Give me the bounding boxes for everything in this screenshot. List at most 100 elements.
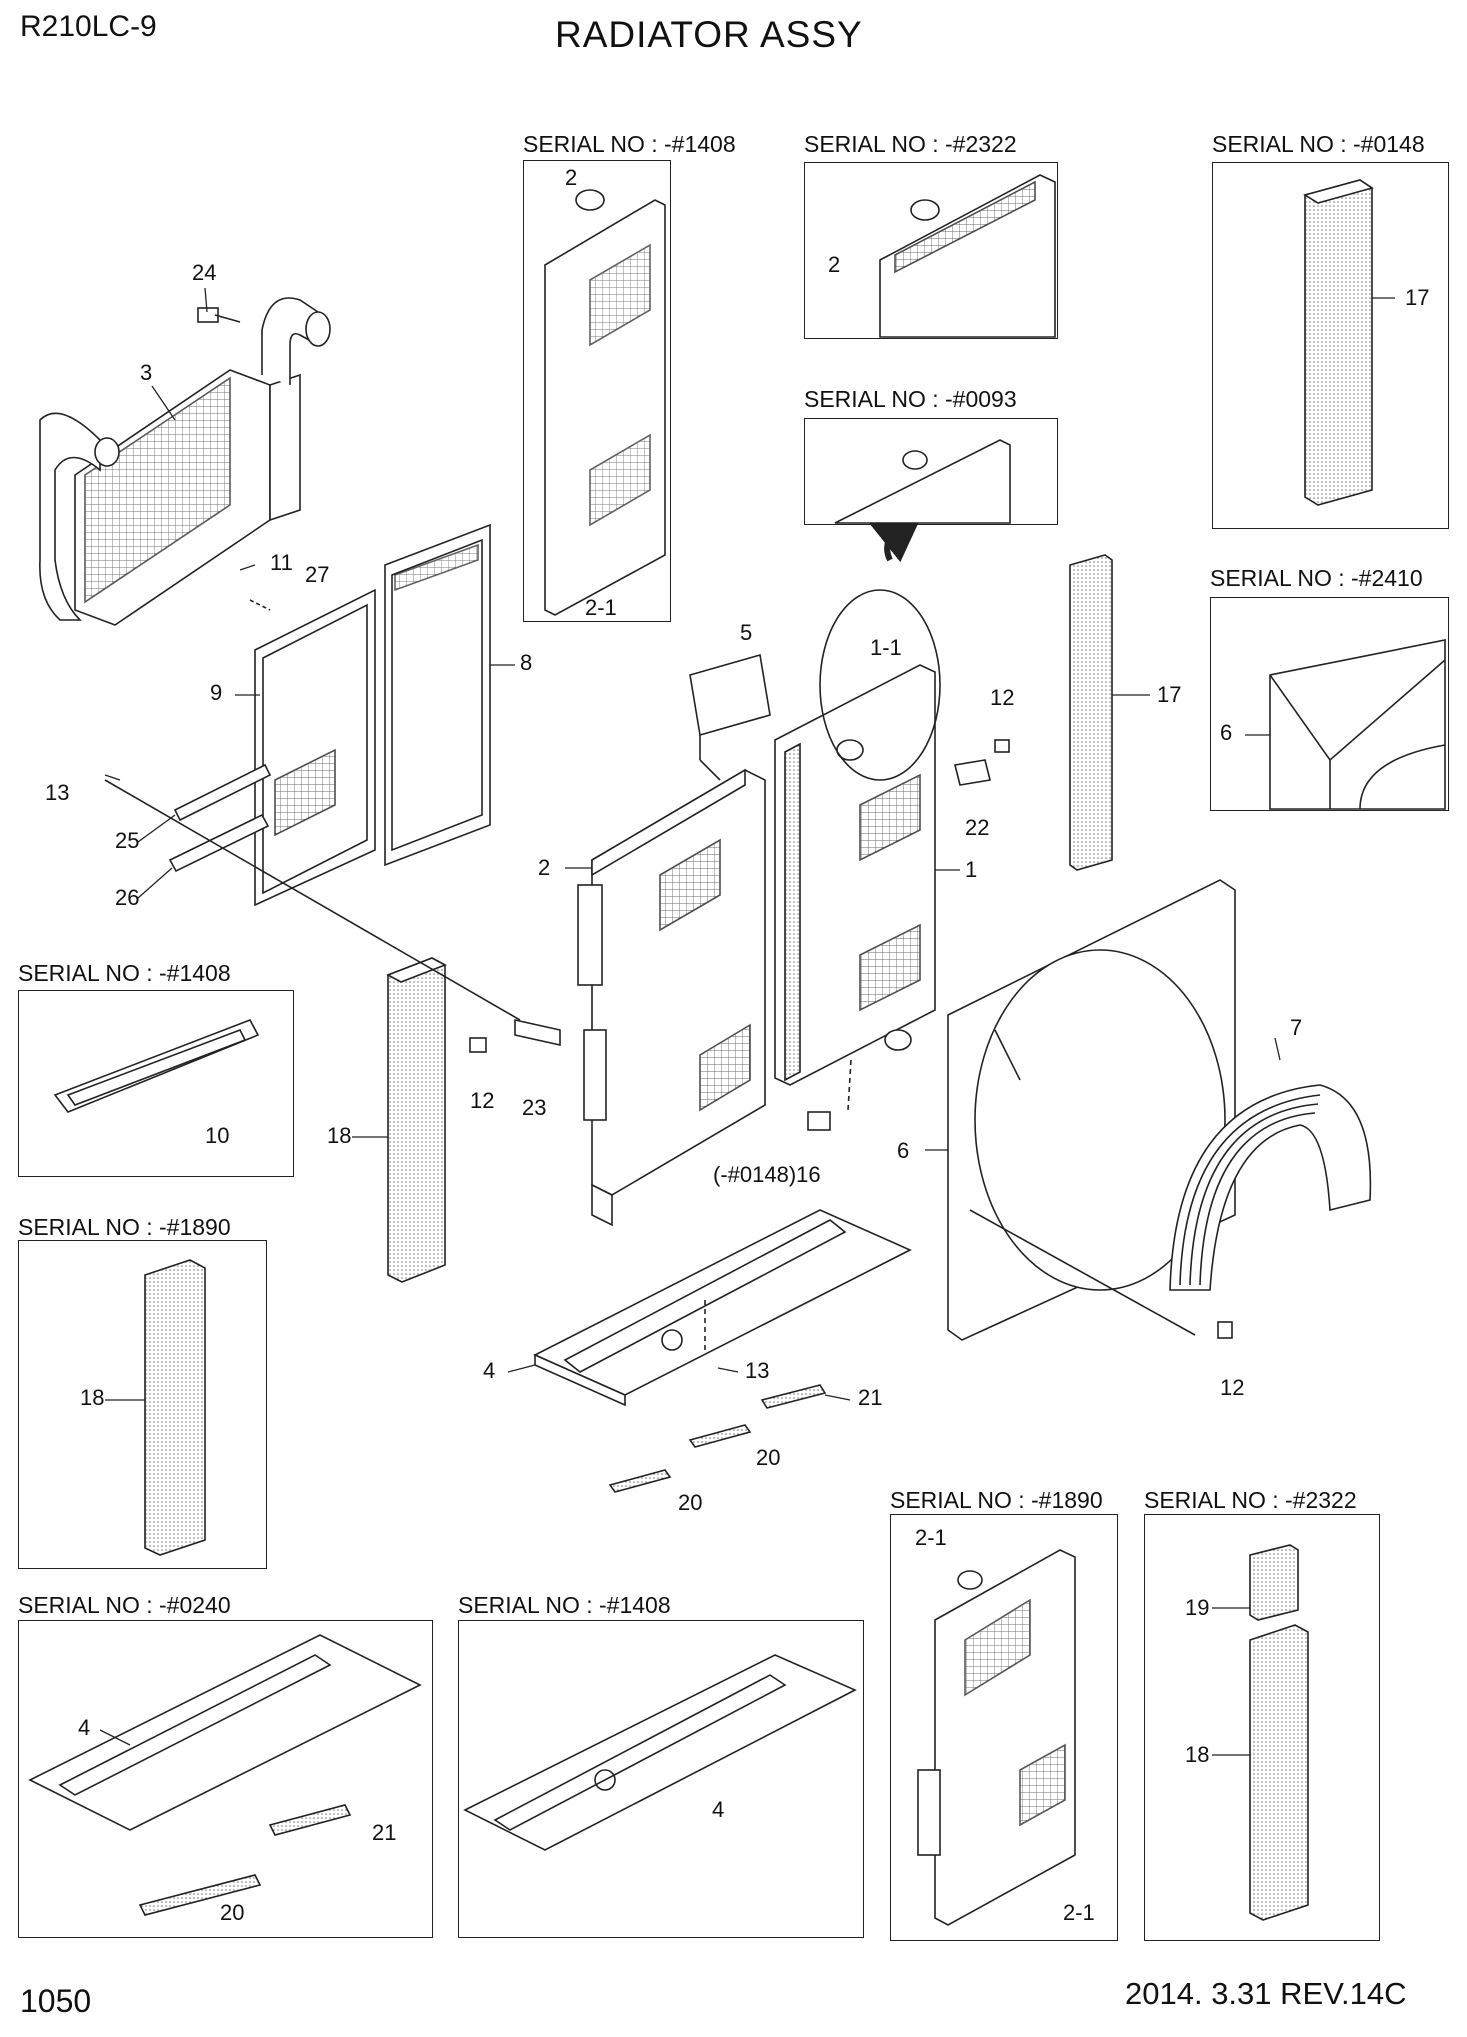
callout-6-inset: 6 [1220,720,1232,745]
callout-17-inset: 17 [1405,285,1429,310]
callout-19: 19 [1185,1595,1209,1620]
callout-24: 24 [192,260,216,285]
detail-circle [819,589,941,781]
page-number: 1050 [20,1983,92,2019]
cover-panel-9 [254,588,376,907]
callout-1-1: 1-1 [870,635,902,660]
callout-4-center: 4 [483,1358,495,1383]
bracket-5 [689,653,771,737]
inset-box-1890-left [18,1240,267,1569]
serial-label-2410: SERIAL NO : -#2410 [1210,565,1423,591]
callout-7: 7 [1290,1015,1302,1040]
callout-17: 17 [1157,682,1181,707]
bracket-23 [514,1019,561,1046]
callout-18: 18 [327,1123,351,1148]
pad-20-a [688,1424,752,1448]
callout-11: 11 [270,550,293,575]
cover-panel-8 [384,523,491,867]
callout-18-inset: 18 [80,1385,104,1410]
radiator-core-1 [774,664,936,1086]
bracket-22 [954,759,991,786]
callout-12-right: 12 [990,685,1014,710]
inset-frame-1890 [917,1549,1076,1926]
serial-label-0148: SERIAL NO : -#0148 [1212,131,1425,157]
callout-20-inset: 20 [220,1900,244,1925]
callout-8: 8 [520,650,532,675]
callout-2-1-bottom-1890: 2-1 [1063,1900,1095,1925]
serial-label-0093: SERIAL NO : -#0093 [804,386,1017,412]
pad-21-center [760,1384,827,1409]
inset-foam-17 [1303,179,1374,506]
inset-box-0240 [18,1620,433,1938]
callout-2-1-top-1890: 2-1 [915,1525,947,1550]
inset-box-1890-right [890,1514,1118,1941]
callout-16: (-#0148)16 [713,1162,821,1187]
inset-box-1408-left [18,990,294,1177]
detail-arrow [862,501,929,563]
callout-10: 10 [205,1123,229,1148]
inset-box-0148 [1212,162,1449,529]
fan-ring-7 [1169,1084,1372,1291]
foam-seal-17 [1069,554,1113,871]
serial-label-1408-left: SERIAL NO : -#1408 [18,960,231,986]
inset-box-2410 [1210,597,1449,811]
callout-labels: 24 3 11 27 9 8 13 25 26 2 2-1 2 1-1 5 12… [45,165,1429,1925]
pad-20-b [608,1469,672,1493]
foam-seal-18 [386,957,447,1283]
serial-label-2322-right: SERIAL NO : -#2322 [1144,1487,1357,1513]
intercooler-part [39,297,331,626]
callout-22: 22 [965,815,989,840]
serial-label-1890-right: SERIAL NO : -#1890 [890,1487,1103,1513]
radiator-frame-2 [577,768,766,1227]
bracket-26 [168,813,270,873]
callout-26: 26 [115,885,139,910]
callout-12-left: 12 [470,1088,494,1113]
callout-27: 27 [305,562,329,587]
callout-21-inset: 21 [372,1820,396,1845]
serial-label-1890-left: SERIAL NO : -#1890 [18,1214,231,1240]
callout-4-inset-0240: 4 [78,1715,90,1740]
callout-23: 23 [522,1095,546,1120]
inset-frame-1408 [544,189,666,616]
inset-base-plate-0240 [28,1634,422,1916]
callout-2: 2 [538,855,550,880]
callout-21-center: 21 [858,1385,882,1410]
callout-18-inset-right: 18 [1185,1742,1209,1767]
bracket-25 [173,763,272,822]
drain-valve-16 [807,1111,831,1131]
callout-3: 3 [140,360,152,385]
base-plate-4 [533,1209,912,1407]
inset-foam-19-18 [1249,1544,1309,1921]
serial-label-2322-top: SERIAL NO : -#2322 [804,131,1017,157]
inset-frame-2322 [879,174,1056,338]
fan-shroud-6 [947,879,1236,1341]
callout-6: 6 [897,1138,909,1163]
inset-box-1408-bottom [458,1620,864,1938]
callout-1: 1 [965,857,977,882]
callout-12-bottom: 12 [1220,1375,1244,1400]
inset-box-2322-right [1144,1514,1380,1941]
callout-4-inset-1408: 4 [712,1797,724,1822]
revision-date: 2014. 3.31 REV.14C [1125,1976,1407,2011]
page-title: RADIATOR ASSY [555,14,863,55]
inset-box-0093 [804,418,1058,525]
inset-box-2322-top [804,162,1058,339]
leader-lines [99,287,1395,1756]
callout-25: 25 [115,828,139,853]
serial-label-1408-top: SERIAL NO : -#1408 [523,131,736,157]
inset-foam-18-left [144,1259,206,1556]
serial-label-0240: SERIAL NO : -#0240 [18,1592,231,1618]
inset-box-1408-top [523,160,671,622]
callout-13-center: 13 [745,1358,769,1383]
callout-20-b: 20 [678,1490,702,1515]
inset-gasket-10 [53,1018,260,1113]
callout-20-a: 20 [756,1445,780,1470]
inset-detail-0093 [834,439,1011,524]
callout-13-left: 13 [45,780,69,805]
callout-9: 9 [210,680,222,705]
callout-5: 5 [740,620,752,645]
callout-2-1-inset: 2-1 [585,595,617,620]
callout-2-inset: 2 [565,165,577,190]
serial-label-1408-bottom: SERIAL NO : -#1408 [458,1592,671,1618]
